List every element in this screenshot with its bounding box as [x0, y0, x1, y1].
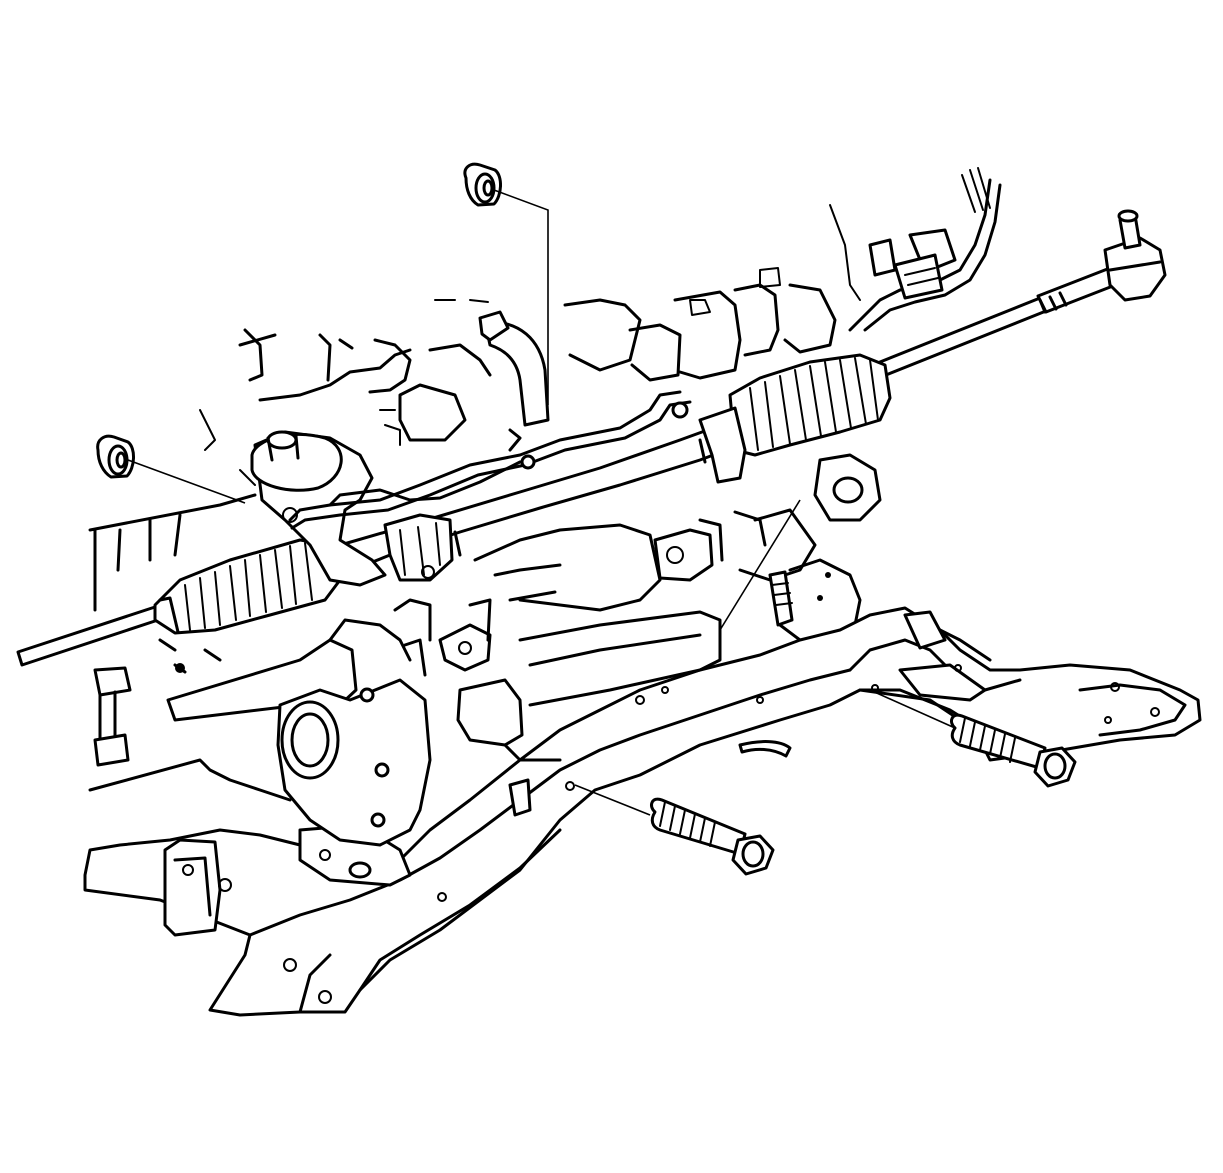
transmission-housing [166, 598, 432, 847]
leader-lines [127, 189, 956, 816]
nut-upper [463, 162, 502, 207]
mounting-bolt-rear [950, 713, 1077, 788]
steering-gear [16, 209, 1167, 672]
mounting-bolt-front [650, 797, 775, 876]
engine-background [88, 167, 1002, 802]
nut-left [96, 434, 135, 479]
crossmember [83, 606, 1202, 1017]
